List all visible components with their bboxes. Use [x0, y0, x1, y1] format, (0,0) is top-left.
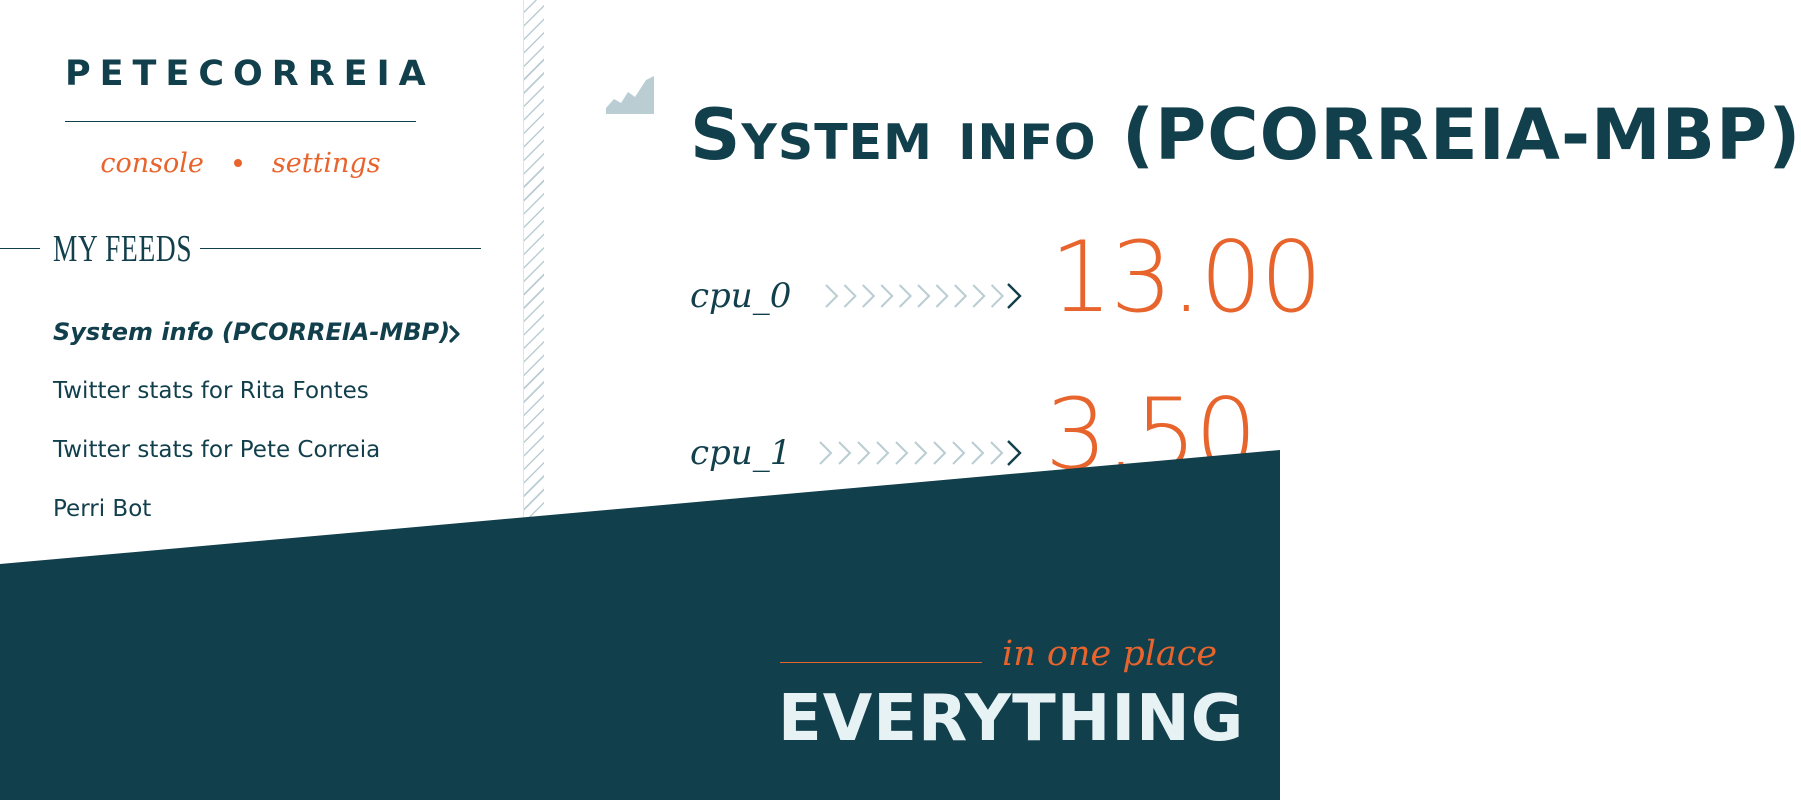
- metric-value: 13.00: [1050, 221, 1323, 335]
- top-nav: console settings: [65, 144, 416, 184]
- arrow-chevron: [876, 441, 890, 465]
- settings-link[interactable]: settings: [271, 148, 381, 179]
- metric-value: 3.50: [1045, 378, 1257, 492]
- sidebar: PETECORREIA console settings MY FEEDS Sys…: [0, 0, 520, 800]
- arrow-chevron: [917, 284, 931, 308]
- arrow-chevron-head: [1007, 440, 1022, 466]
- feed-detail: System info (PCORREIA-MBP) cpu_0 13.00 c…: [545, 0, 1800, 800]
- feeds-heading-rule-left: [0, 248, 40, 249]
- chevron-right-icon: [449, 325, 460, 343]
- feed-item-twitter-pete[interactable]: Twitter stats for Pete Correia: [53, 428, 483, 487]
- brand-divider: [65, 121, 416, 122]
- arrow-chevron: [895, 441, 909, 465]
- arrow-chevron: [825, 284, 839, 308]
- area-chart-icon: [606, 76, 654, 114]
- feed-item-system-info[interactable]: System info (PCORREIA-MBP): [53, 310, 483, 369]
- feed-item-label: Twitter stats for Pete Correia: [53, 437, 381, 463]
- arrow-chevron: [838, 441, 852, 465]
- feed-list: System info (PCORREIA-MBP) Twitter stats…: [53, 310, 483, 546]
- arrow-chevron: [857, 441, 871, 465]
- arrow-chevron: [914, 441, 928, 465]
- console-link[interactable]: console: [100, 148, 204, 179]
- arrow-chevron: [954, 284, 968, 308]
- arrow-chevron-head: [1007, 283, 1022, 309]
- feeds-heading-rule-right: [200, 248, 481, 249]
- nav-separator-dot: [233, 158, 242, 167]
- brand-logo[interactable]: PETECORREIA: [65, 54, 435, 94]
- arrow-chevron: [819, 441, 833, 465]
- feed-item-label: Perri Bot: [53, 496, 152, 522]
- arrow-chevron: [952, 441, 966, 465]
- arrow-chevron: [933, 441, 947, 465]
- hatched-divider: [523, 0, 544, 520]
- arrow-trail-icon: [819, 440, 1022, 466]
- metric-row: cpu_1 3.50: [690, 378, 1290, 500]
- metric-row: cpu_0 13.00: [690, 221, 1323, 343]
- feeds-heading-row: MY FEEDS: [0, 226, 481, 272]
- feeds-heading: MY FEEDS: [53, 228, 193, 270]
- arrow-chevron: [971, 441, 985, 465]
- page-title: System info (PCORREIA-MBP): [690, 93, 1801, 176]
- metric-label: cpu_0: [690, 276, 792, 316]
- arrow-chevron: [880, 284, 894, 308]
- feed-item-label: System info (PCORREIA-MBP): [53, 318, 451, 346]
- arrow-chevron: [862, 284, 876, 308]
- arrow-chevron: [935, 284, 949, 308]
- arrow-chevron: [990, 441, 1004, 465]
- arrow-chevron: [990, 284, 1005, 308]
- feed-item-twitter-rita[interactable]: Twitter stats for Rita Fontes: [53, 369, 483, 428]
- arrow-chevron: [972, 284, 986, 308]
- arrow-chevron: [898, 284, 913, 308]
- arrow-trail-icon: [825, 283, 1022, 309]
- metric-label: cpu_1: [690, 433, 792, 473]
- arrow-chevron: [843, 284, 857, 308]
- feed-item-label: Twitter stats for Rita Fontes: [53, 378, 369, 404]
- feed-item-perri-bot[interactable]: Perri Bot: [53, 487, 483, 546]
